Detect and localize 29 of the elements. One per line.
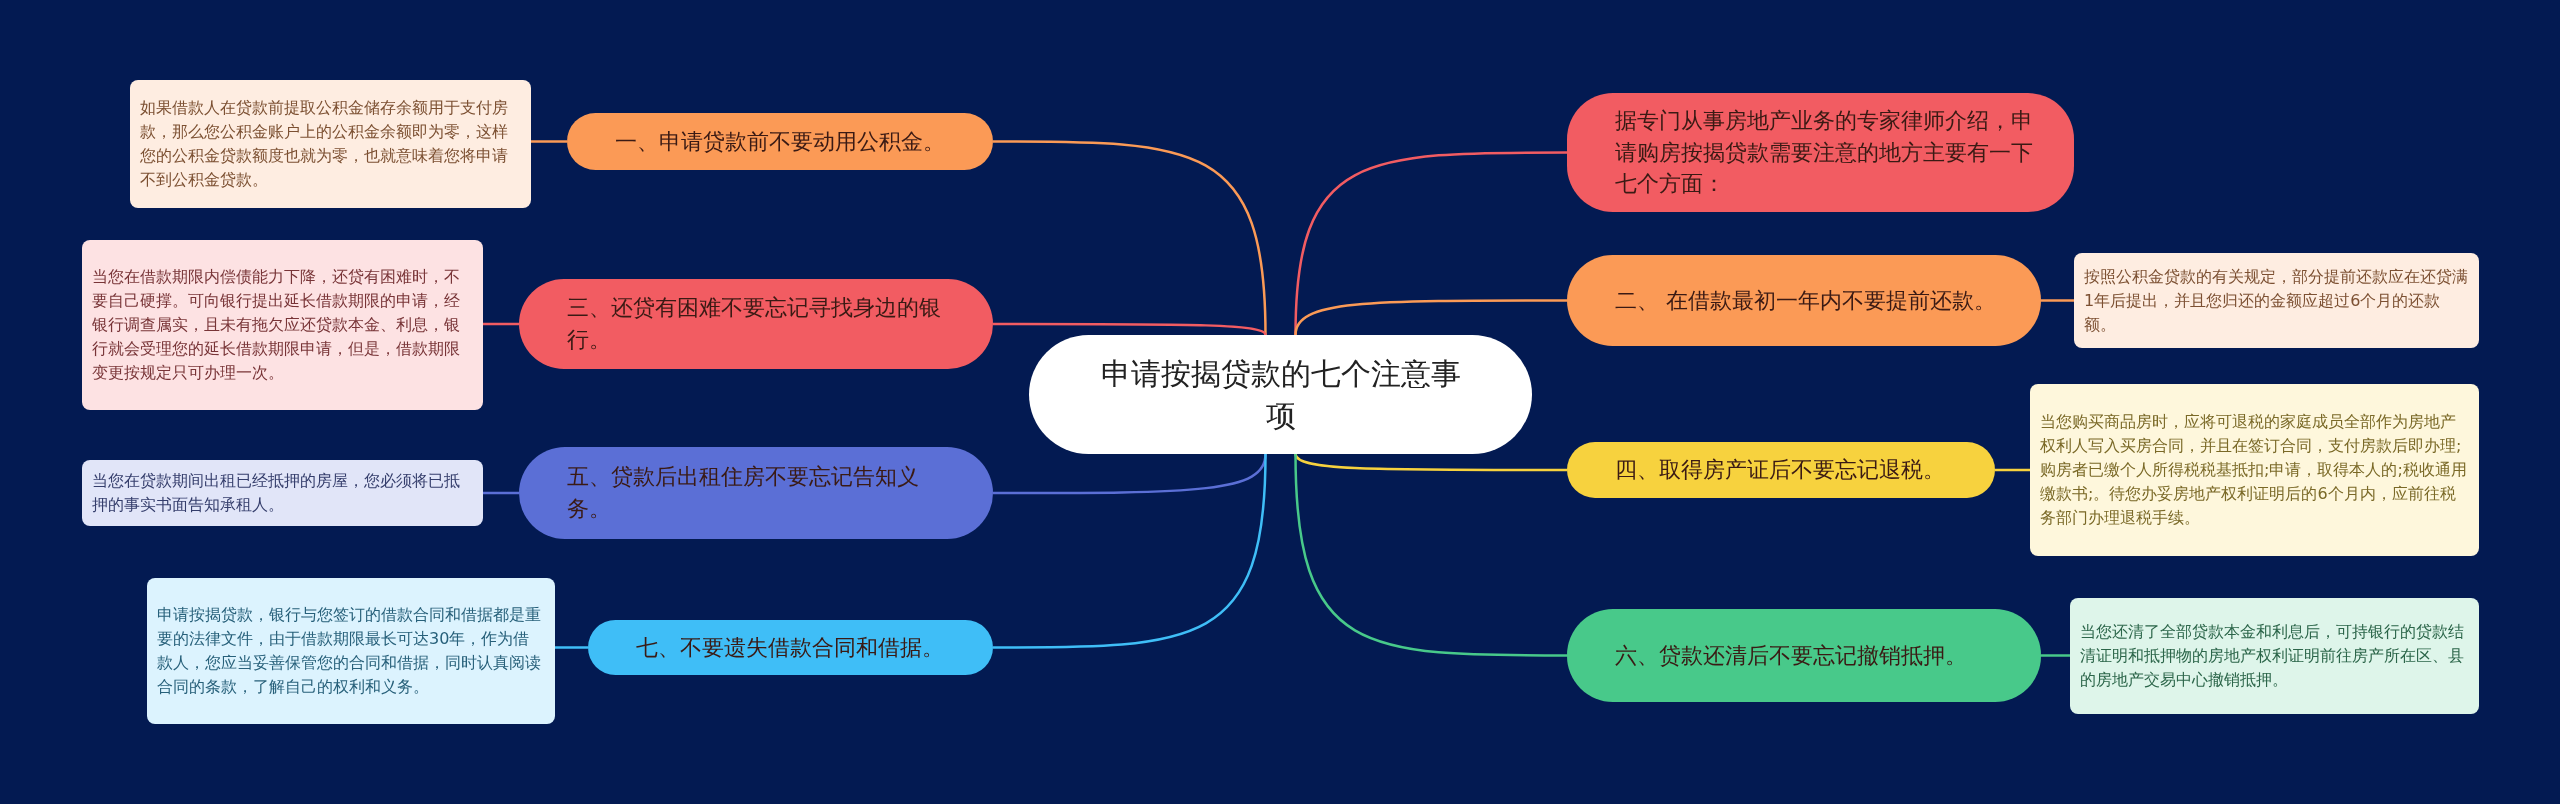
topic-pill: 一、申请贷款前不要动用公积金。 xyxy=(567,113,993,170)
note-card: 当您购买商品房时，应将可退税的家庭成员全部作为房地产权利人写入买房合同，并且在签订合同，支付房款后即办理;购房者已缴个人所得税税基抵扣;申请，取得本人的;税收通用缴款书;。待您办妥房地产权利证明后的6个月内，应前往税务部门办理退税手续。 xyxy=(2030,384,2479,556)
topic-pill: 五、贷款后出租住房不要忘记告知义务。 xyxy=(519,447,993,539)
topic-pill: 三、还贷有困难不要忘记寻找身边的银行。 xyxy=(519,279,993,369)
topic-pill: 六、贷款还清后不要忘记撤销抵押。 xyxy=(1567,609,2041,702)
central-topic: 申请按揭贷款的七个注意事项 xyxy=(1029,335,1532,454)
note-card: 当您在借款期限内偿债能力下降，还贷有困难时，不要自己硬撑。可向银行提出延长借款期限的申请，经银行调查属实，且未有拖欠应还贷款本金、利息，银行就会受理您的延长借款期限申请，但是，借款期限变更按规定只可办理一次。 xyxy=(82,240,483,410)
connector-line xyxy=(1294,299,1567,336)
connector-line xyxy=(2041,654,2070,657)
connector-line xyxy=(483,491,519,495)
connector-line xyxy=(993,322,1267,336)
connector-line xyxy=(993,140,1267,336)
connector-line xyxy=(531,140,567,143)
topic-pill: 据专门从事房地产业务的专家律师介绍，申请购房按揭贷款需要注意的地方主要有一下七个方面： xyxy=(1567,93,2074,212)
connector-line xyxy=(2041,299,2074,302)
connector-line xyxy=(1294,453,1567,657)
note-card: 当您还清了全部贷款本金和利息后，可持银行的贷款结清证明和抵押物的房地产权利证明前往房产所在区、县的房地产交易中心撤销抵押。 xyxy=(2070,598,2479,714)
note-card: 当您在贷款期间出租已经抵押的房屋，您必须将已抵押的事实书面告知承租人。 xyxy=(82,460,483,526)
connector-line xyxy=(1294,453,1567,472)
connector-line xyxy=(483,322,519,326)
topic-pill: 四、取得房产证后不要忘记退税。 xyxy=(1567,442,1995,498)
connector-line xyxy=(993,453,1267,649)
connector-line xyxy=(555,646,588,649)
connector-line xyxy=(1995,468,2030,472)
note-card: 申请按揭贷款，银行与您签订的借款合同和借据都是重要的法律文件，由于借款期限最长可达30年，作为借款人，您应当妥善保管您的合同和借据，同时认真阅读合同的条款，了解自己的权利和义务。 xyxy=(147,578,555,724)
note-card: 按照公积金贷款的有关规定，部分提前还款应在还贷满1年后提出，并且您归还的金额应超过6个月的还款额。 xyxy=(2074,253,2479,348)
note-card: 如果借款人在贷款前提取公积金储存余额用于支付房款，那么您公积金账户上的公积金余额即为零，这样您的公积金贷款额度也就为零，也就意味着您将申请不到公积金贷款。 xyxy=(130,80,531,208)
topic-pill: 七、不要遗失借款合同和借据。 xyxy=(588,620,993,675)
topic-pill: 二、 在借款最初一年内不要提前还款。 xyxy=(1567,255,2041,346)
